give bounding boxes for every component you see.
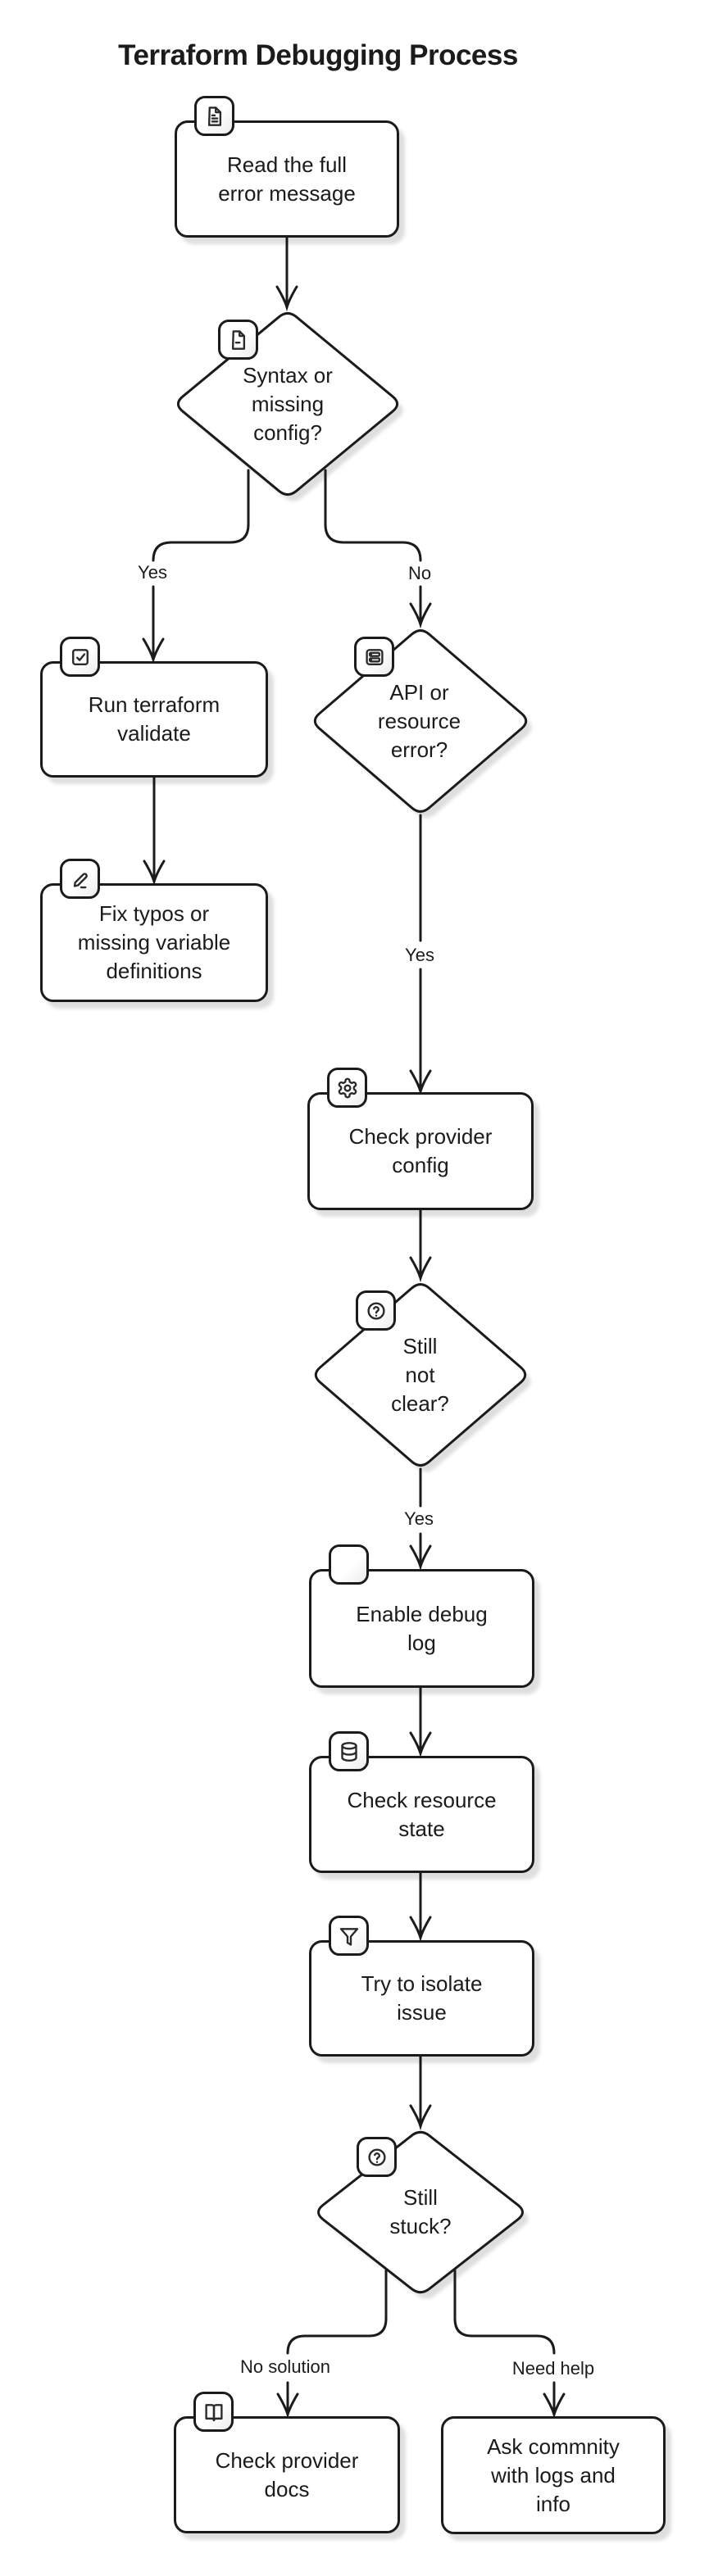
- node-still-stuck-question: Still stuck?: [314, 2129, 527, 2296]
- node-label: API or resource error?: [377, 679, 461, 762]
- arrowhead: [409, 1916, 432, 1943]
- node-api-resource-question: API or resource error?: [310, 627, 529, 815]
- database-icon: [340, 1741, 357, 1762]
- node-check-resource-state: Check resource state: [309, 1731, 534, 1873]
- flow-edge: [286, 2269, 388, 2355]
- node-badge: [329, 1916, 369, 1956]
- node-label: Syntax or missing config?: [243, 362, 333, 445]
- node-badge: [354, 637, 394, 677]
- node-label: Still stuck?: [389, 2185, 452, 2238]
- funnel-icon: [339, 1927, 358, 1946]
- node-label: Try to isolate issue: [361, 1971, 483, 2025]
- node-label: Still not clear?: [391, 1333, 449, 1416]
- node-still-not-clear-question: Still not clear?: [311, 1281, 529, 1469]
- edge-label-yes: Yes: [402, 946, 438, 965]
- node-label: Check provider config: [348, 1124, 493, 1177]
- arrowhead: [142, 637, 165, 664]
- node-label: Read the full error message: [218, 152, 356, 206]
- node-badge: [218, 320, 258, 360]
- node-label: Ask commnity with logs and info: [487, 2433, 620, 2516]
- arrowhead: [275, 285, 298, 312]
- edge-label-no: No: [404, 564, 435, 583]
- edge-label-yes: Yes: [401, 1509, 437, 1529]
- server-icon: [365, 648, 384, 665]
- arrowhead: [143, 859, 166, 887]
- node-enable-debug-log: Enable debug log: [309, 1544, 534, 1688]
- node-badge: [356, 1290, 396, 1331]
- page-title: Terraform Debugging Process: [118, 39, 518, 71]
- gear-icon: [338, 1077, 357, 1098]
- node-badge: [60, 859, 100, 899]
- node-read-error: Read the full error message: [175, 96, 399, 238]
- node-label: Check resource state: [347, 1787, 497, 1841]
- node-check-provider-docs: Check provider docs: [174, 2392, 400, 2533]
- node-badge: [60, 637, 100, 677]
- edge-label-no-solution: No solution: [236, 2357, 334, 2377]
- question-icon: [367, 2147, 386, 2166]
- arrowhead: [409, 1544, 432, 1571]
- arrowhead: [409, 1069, 432, 1096]
- arrowhead: [409, 2104, 432, 2131]
- pencil-icon: [73, 872, 88, 888]
- node-syntax-config-question: Syntax or missing config?: [174, 310, 402, 498]
- node-label: Fix typos or missing variable definition…: [77, 901, 231, 983]
- arrowhead: [543, 2392, 566, 2420]
- node-isolate-issue: Try to isolate issue: [309, 1916, 534, 2057]
- node-fix-typos: Fix typos or missing variable definition…: [40, 859, 268, 1002]
- square-check-icon: [71, 648, 89, 665]
- flow-edge: [453, 2269, 556, 2355]
- file-minus-icon: [231, 329, 245, 350]
- node-label: Check provider docs: [215, 2447, 359, 2501]
- node-badge: [194, 96, 234, 136]
- file-lines-icon: [207, 106, 221, 126]
- edge-label-yes: Yes: [134, 563, 170, 583]
- blank-icon: [337, 1553, 361, 1577]
- arrowhead: [409, 1256, 432, 1283]
- edge-label-need-help: Need help: [508, 2359, 598, 2379]
- book-open-icon: [204, 2403, 223, 2421]
- node-label: Run terraform validate: [88, 692, 220, 746]
- node-badge: [327, 1068, 367, 1108]
- node-badge: [329, 1731, 369, 1771]
- question-icon: [366, 1301, 385, 1320]
- node-badge: [193, 2392, 234, 2432]
- node-badge: [329, 1544, 369, 1585]
- node-run-validate: Run terraform validate: [40, 637, 268, 778]
- node-check-provider-config: Check provider config: [307, 1068, 534, 1210]
- flow-edge: [152, 469, 250, 562]
- arrowhead: [409, 1731, 432, 1758]
- node-badge: [357, 2137, 397, 2177]
- arrowhead: [409, 602, 432, 629]
- arrowhead: [276, 2392, 299, 2420]
- node-label: Enable debug log: [356, 1601, 488, 1655]
- flow-edge: [324, 469, 422, 562]
- node-ask-community: Ask commnity with logs and info: [441, 2416, 666, 2534]
